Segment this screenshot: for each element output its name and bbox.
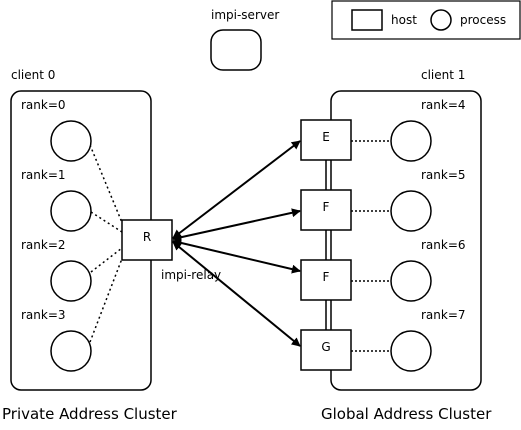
host-f1: [300, 189, 352, 231]
global-hosts: E F F G: [300, 119, 352, 371]
global-processes: rank=4 rank=5 rank=6 rank=7: [390, 98, 466, 372]
rank-label: rank=3: [21, 308, 66, 322]
process-rank-5: [390, 190, 432, 232]
host-f1-label: F: [323, 200, 330, 214]
arrow-to-host-f2: [172, 238, 301, 274]
process-rank-6: [390, 260, 432, 302]
legend: host process: [331, 0, 521, 40]
client-1-label: client 1: [421, 68, 465, 82]
rank-label: rank=4: [421, 98, 466, 112]
rank-label: rank=6: [421, 238, 466, 252]
relay-host-label: R: [143, 230, 151, 244]
host-g: [300, 329, 352, 371]
process-rank-4: [390, 120, 432, 162]
client-1-box: [330, 90, 482, 391]
host-e: [300, 119, 352, 161]
relay-arrows: [172, 140, 301, 347]
host-g-label: G: [321, 340, 330, 354]
legend-process-label: process: [460, 13, 506, 27]
private-cluster-caption: Private Address Cluster: [2, 405, 178, 423]
rank-label: rank=5: [421, 168, 466, 182]
link-rank-1: [90, 211, 123, 233]
relay-host: [121, 219, 173, 261]
private-process-links: [89, 144, 124, 343]
arrow-to-host-e: [172, 140, 301, 239]
server-label: impi-server: [211, 8, 279, 22]
arrow-to-host-f1: [172, 208, 301, 242]
link-rank-3: [89, 255, 124, 343]
process-rank-0: [50, 120, 92, 162]
client-0-label: client 0: [11, 68, 55, 82]
host-f2-label: F: [323, 270, 330, 284]
link-rank-2: [90, 247, 123, 273]
server-node: [210, 29, 262, 71]
process-rank-2: [50, 260, 92, 302]
rank-label: rank=1: [21, 168, 66, 182]
arrow-to-host-g: [172, 241, 301, 347]
legend-host-label: host: [391, 13, 417, 27]
legend-process-symbol: [430, 9, 452, 31]
global-process-links: [351, 140, 390, 352]
process-rank-7: [390, 330, 432, 372]
rank-label: rank=2: [21, 238, 66, 252]
host-f2: [300, 259, 352, 301]
rank-label: rank=7: [421, 308, 466, 322]
global-cluster-caption: Global Address Cluster: [321, 405, 492, 423]
host-e-label: E: [322, 130, 330, 144]
link-rank-0: [89, 144, 124, 226]
legend-host-symbol: [351, 9, 383, 31]
private-processes: rank=0 rank=1 rank=2 rank=3: [21, 98, 92, 372]
process-rank-1: [50, 190, 92, 232]
process-rank-3: [50, 330, 92, 372]
rank-label: rank=0: [21, 98, 66, 112]
